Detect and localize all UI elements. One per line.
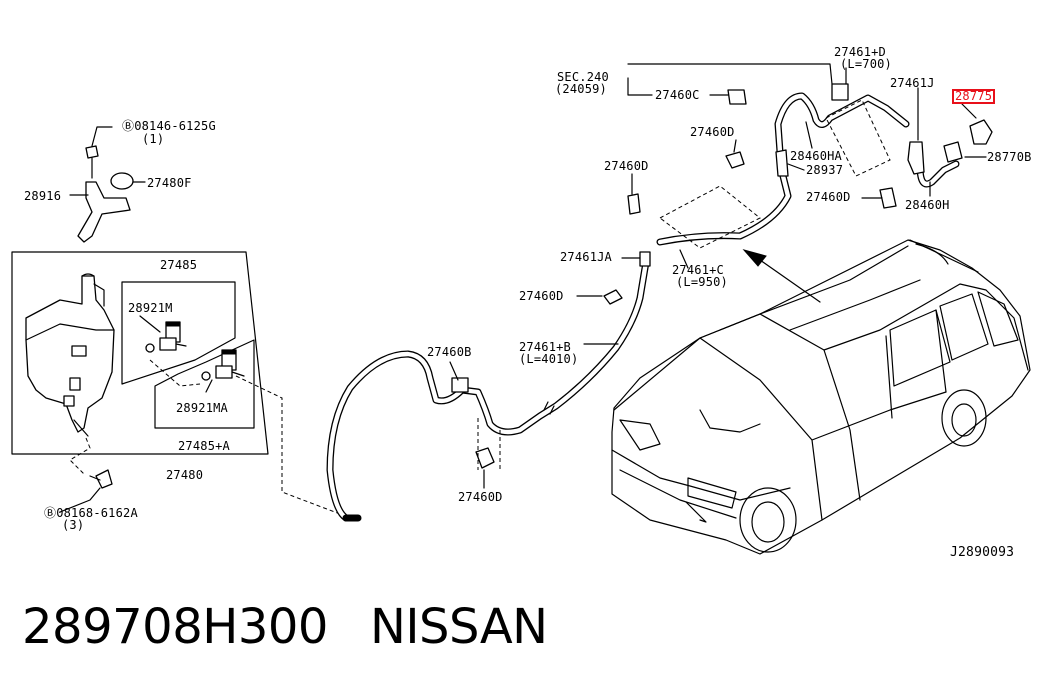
label-bolt-top: Ⓑ08146-6125G xyxy=(122,119,216,133)
leader-lines xyxy=(449,63,987,489)
label-sec: SEC.240 xyxy=(557,70,609,84)
label-clip-d4: 27460D xyxy=(519,289,564,303)
label-bolt-top-qty: (1) xyxy=(142,132,165,146)
label-bracket: 28916 xyxy=(24,189,62,203)
label-highlighted-part[interactable]: 28775 xyxy=(952,89,996,104)
label-hose-j: 27461J xyxy=(890,76,935,90)
label-hose-b-len: (L=4010) xyxy=(519,352,579,366)
brand-name: NISSAN xyxy=(369,599,548,655)
label-connector-c: 27460C xyxy=(655,88,700,102)
label-hose-b: 27461+B xyxy=(519,340,571,354)
label-clip-d5: 27460D xyxy=(458,490,503,504)
drawing-code: J2890093 xyxy=(950,545,1015,560)
label-hose-c: 27461+C xyxy=(672,263,724,277)
label-clip-b: 27460B xyxy=(427,345,472,359)
label-valve: 28937 xyxy=(806,163,844,177)
label-pump-kit-a: 27485+A xyxy=(178,439,230,453)
location-arrow xyxy=(742,249,821,303)
label-cap: 27480F xyxy=(147,176,192,190)
label-pump-ma: 28921MA xyxy=(176,401,228,415)
label-hose-d-len: (L=700) xyxy=(840,57,892,71)
label-pump-kit: 27485 xyxy=(160,258,198,272)
label-clip-d1: 27460D xyxy=(690,125,735,139)
label-pump-m: 28921M xyxy=(128,301,173,315)
label-nozzle-h: 28460H xyxy=(905,198,950,212)
label-bolt-bottom-qty: (3) xyxy=(62,518,85,532)
label-hose-d: 27461+D xyxy=(834,45,886,59)
label-hose-c-len: (L=950) xyxy=(676,275,728,289)
label-tank: 27480 xyxy=(166,468,204,482)
label-clip-d2: 27460D xyxy=(604,159,649,173)
part-number: 289708H300 xyxy=(22,599,328,655)
label-sec-ref: (24059) xyxy=(555,82,607,96)
vehicle-outline xyxy=(611,239,1031,555)
label-joint-ja: 27461JA xyxy=(560,250,612,264)
label-clip-d3: 27460D xyxy=(806,190,851,204)
washer-hoses xyxy=(326,83,993,522)
label-bolt-bottom: Ⓑ08168-6162A xyxy=(44,506,138,520)
part-caption: 289708H300 NISSAN xyxy=(22,598,548,656)
label-nozzle-b: 28770B xyxy=(987,150,1032,164)
label-nozzle-ha: 28460HA xyxy=(790,149,842,163)
washer-tank-assembly xyxy=(11,126,341,515)
